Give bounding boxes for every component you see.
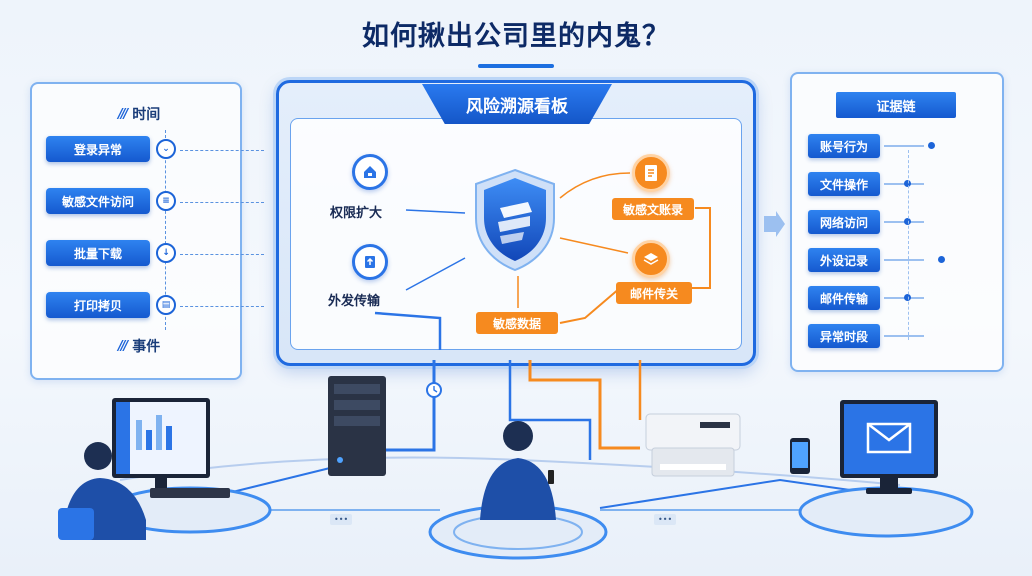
slash-decor-icon: /// bbox=[118, 106, 128, 122]
timeline-time-label: 时间 bbox=[132, 107, 161, 123]
evidence-line bbox=[884, 335, 924, 337]
evidence-dot bbox=[928, 142, 935, 149]
link-outbound-down bbox=[374, 311, 442, 350]
evidence-email-transfer[interactable]: 邮件传输 bbox=[808, 286, 880, 310]
timeline-axis bbox=[165, 130, 166, 330]
link-sensitive-file bbox=[559, 172, 631, 199]
dashboard-title: 风险溯源看板 bbox=[422, 84, 612, 124]
home-lock-icon bbox=[352, 154, 388, 190]
event-connector bbox=[180, 306, 264, 307]
title-underline bbox=[478, 64, 554, 68]
evidence-peripheral-record[interactable]: 外设记录 bbox=[808, 248, 880, 272]
flow-tag: ••• bbox=[330, 514, 353, 525]
timeline-footer: /// 事件 bbox=[118, 336, 160, 356]
page-title: 如何揪出公司里的内鬼？ bbox=[362, 21, 670, 52]
evidence-dot bbox=[904, 294, 911, 301]
timeline-header: /// 时间 bbox=[118, 104, 160, 124]
document-icon bbox=[632, 154, 670, 192]
evidence-dot bbox=[938, 256, 945, 263]
event-batch-download[interactable]: 批量下载 bbox=[46, 240, 150, 266]
shield-icon bbox=[475, 168, 555, 272]
printer-icon: ▤ bbox=[156, 295, 176, 315]
node-email-transfer[interactable]: 邮件传关 bbox=[616, 282, 692, 304]
layers-icon bbox=[632, 240, 670, 278]
node-outbound-transfer[interactable]: 外发传输 bbox=[328, 294, 381, 309]
arrow-right-icon bbox=[764, 211, 785, 237]
evidence-line bbox=[884, 259, 924, 261]
node-sensitive-file[interactable]: 敏感文账录 bbox=[612, 198, 694, 220]
slash-decor-icon: /// bbox=[118, 338, 128, 354]
evidence-file-operation[interactable]: 文件操作 bbox=[808, 172, 880, 196]
node-sensitive-data[interactable]: 敏感数据 bbox=[476, 312, 558, 334]
download-icon: ↓ bbox=[156, 243, 176, 263]
evidence-account-behavior[interactable]: 账号行为 bbox=[808, 134, 880, 158]
event-sensitive-file-access[interactable]: 敏感文件访问 bbox=[46, 188, 150, 214]
user-avatar-icon bbox=[480, 421, 556, 520]
path-to-printer bbox=[528, 360, 640, 450]
flow-tag: ••• bbox=[654, 514, 677, 525]
link-privilege bbox=[405, 209, 466, 214]
path-to-person bbox=[508, 360, 592, 460]
evidence-dot bbox=[904, 218, 911, 225]
evidence-abnormal-period[interactable]: 异常时段 bbox=[808, 324, 880, 348]
server-icon bbox=[328, 376, 386, 476]
user-avatar-icon bbox=[58, 442, 146, 540]
evidence-chain-title: 证据链 bbox=[836, 92, 956, 118]
event-login-anomaly[interactable]: 登录异常 bbox=[46, 136, 150, 162]
network-scene bbox=[58, 360, 974, 560]
event-print-copy[interactable]: 打印拷贝 bbox=[46, 292, 150, 318]
upload-file-icon bbox=[352, 244, 388, 280]
path-to-server bbox=[380, 360, 436, 452]
link-email bbox=[559, 237, 629, 254]
email-monitor-icon bbox=[840, 400, 938, 494]
event-connector bbox=[180, 202, 264, 203]
chevron-down-icon: ⌄ bbox=[156, 139, 176, 159]
event-connector bbox=[180, 150, 264, 151]
evidence-axis bbox=[908, 150, 909, 340]
monitor-icon bbox=[112, 398, 230, 498]
timeline-event-label: 事件 bbox=[132, 339, 161, 355]
layers-icon: ≡ bbox=[156, 191, 176, 211]
evidence-dot bbox=[904, 180, 911, 187]
event-connector bbox=[180, 254, 264, 255]
evidence-line bbox=[884, 145, 924, 147]
evidence-network-access[interactable]: 网络访问 bbox=[808, 210, 880, 234]
phone-icon bbox=[790, 438, 810, 474]
link-outbound bbox=[405, 257, 466, 291]
timeline-panel bbox=[30, 82, 242, 380]
node-privilege-escalation[interactable]: 权限扩大 bbox=[330, 206, 383, 221]
printer-icon bbox=[645, 413, 741, 477]
